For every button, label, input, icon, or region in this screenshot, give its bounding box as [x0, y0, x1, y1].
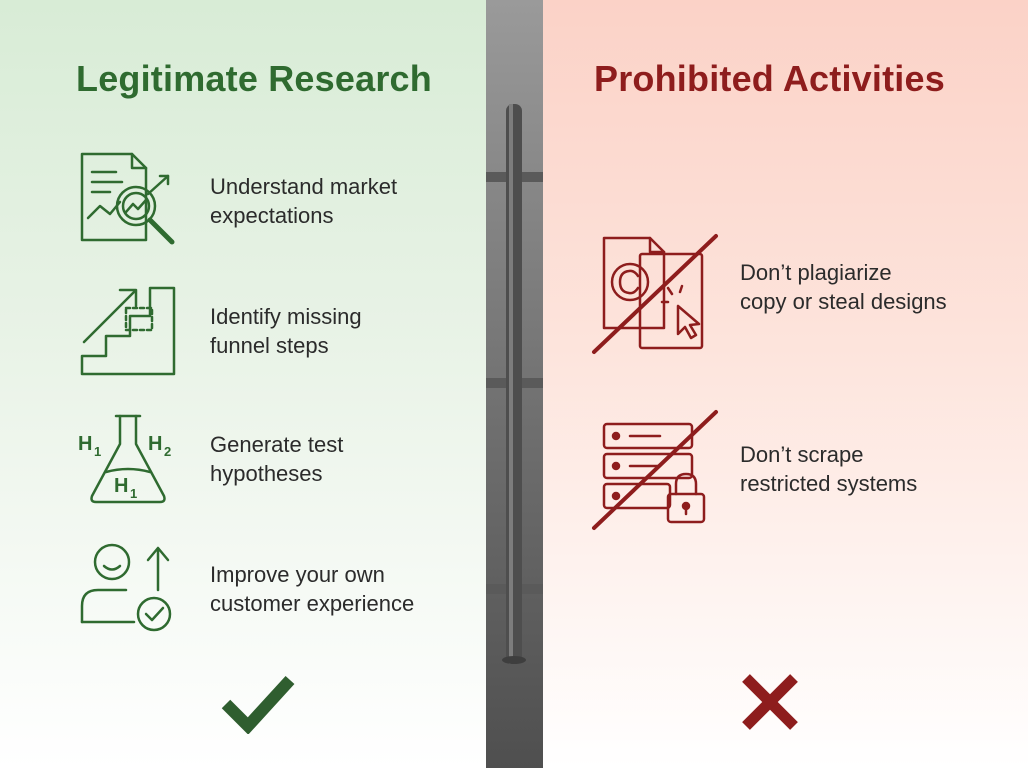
list-item-generate-hypotheses: H 1 H 2 H 1 Generate test hypotheses [76, 410, 476, 510]
item-text-line1: Don’t scrape [740, 442, 864, 467]
document-magnifier-chart-icon [80, 152, 175, 245]
item-text-line2: funnel steps [210, 333, 329, 358]
list-item-dont-scrape: Don’t scrape restricted systems [590, 408, 1010, 532]
prohibited-activities-title: Prohibited Activities [594, 58, 945, 99]
legitimate-research-title: Legitimate Research [76, 58, 432, 99]
svg-text:1: 1 [94, 444, 101, 459]
svg-text:2: 2 [164, 444, 171, 459]
list-item-understand-market: Understand market expectations [76, 150, 476, 250]
item-text-line1: Don’t plagiarize [740, 260, 892, 285]
svg-text:1: 1 [130, 486, 137, 501]
item-text-line1: Improve your own [210, 562, 385, 587]
svg-text:H: H [148, 433, 162, 455]
list-item-dont-plagiarize: Don’t plagiarize copy or steal designs [590, 232, 1010, 356]
fence-icon [486, 104, 543, 664]
item-text-line1: Understand market [210, 174, 398, 199]
item-text-line2: copy or steal designs [740, 289, 947, 314]
fence-divider [486, 0, 543, 768]
item-text-line2: restricted systems [740, 471, 918, 496]
cross-icon [742, 674, 798, 730]
flask-hypothesis-icon: H 1 H 2 H 1 [78, 414, 171, 504]
user-up-arrow-check-icon [80, 543, 172, 632]
item-text-line2: customer experience [210, 591, 415, 616]
prohibited-activities-panel [543, 0, 1028, 768]
item-text-line2: expectations [210, 203, 334, 228]
item-text-line2: hypotheses [210, 461, 323, 486]
svg-text:H: H [114, 475, 128, 497]
server-lock-crossed-icon [592, 410, 718, 530]
stairs-arrow-icon [80, 286, 176, 376]
checkmark-icon [221, 675, 295, 734]
copyright-cursor-crossed-icon [592, 234, 718, 354]
legitimate-research-panel [0, 0, 486, 768]
item-text-line1: Identify missing [210, 304, 362, 329]
list-item-identify-funnel: Identify missing funnel steps [76, 282, 476, 382]
item-text-line1: Generate test [210, 432, 344, 457]
svg-text:H: H [78, 433, 92, 455]
list-item-improve-experience: Improve your own customer experience [76, 540, 476, 640]
